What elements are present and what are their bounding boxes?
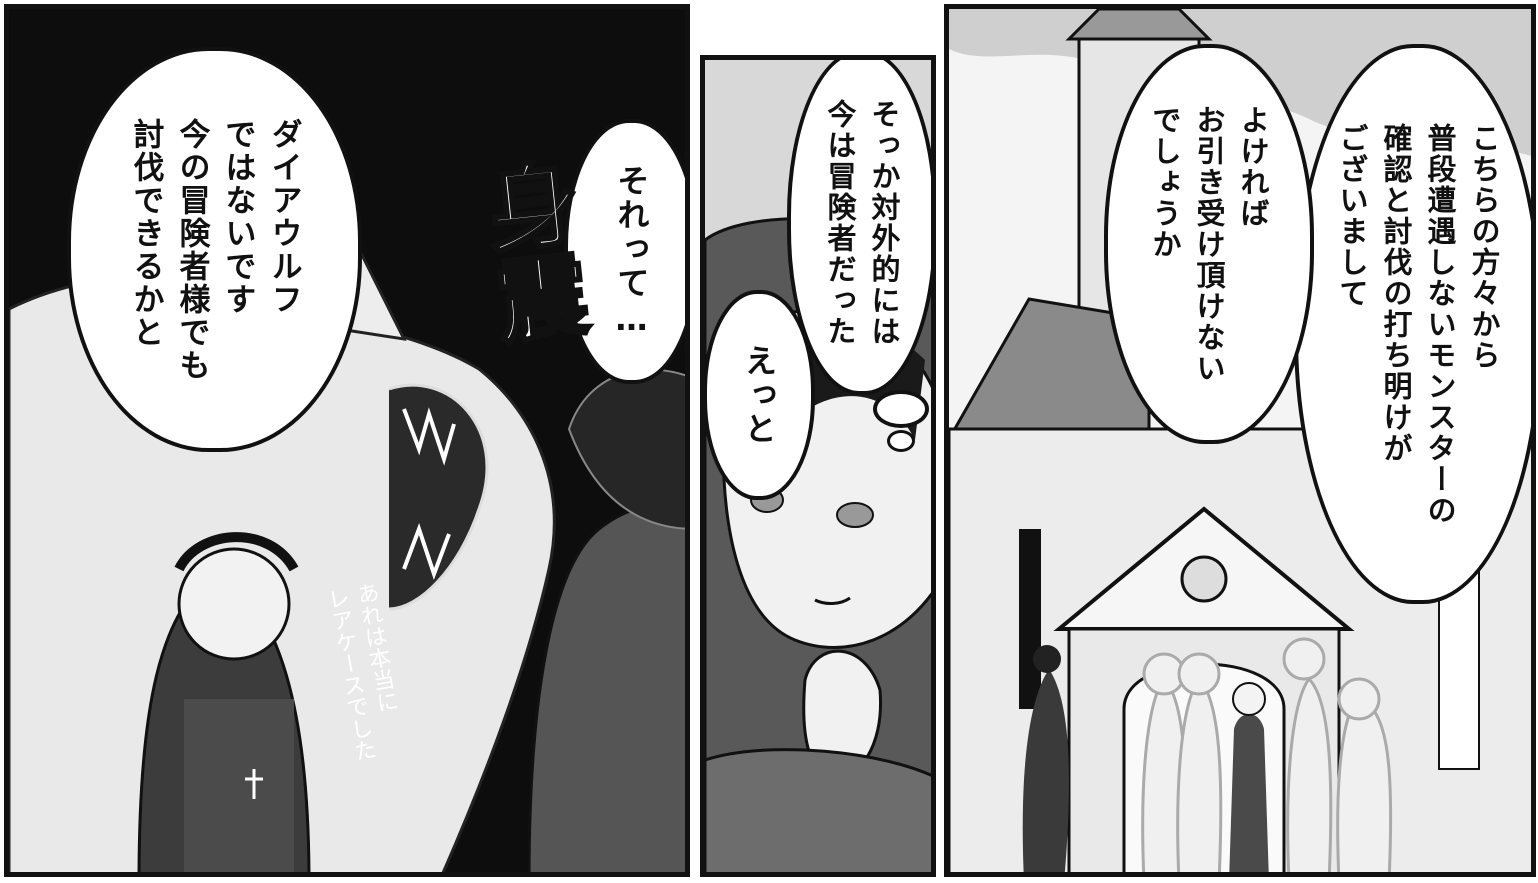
speech-bubble-request: こちらの方々から 普段遭遇しないモンスターの 確認と討伐の打ち明けが ございまし…	[1294, 44, 1531, 604]
thought-bubble: そっか対外的には 今は冒険者だった	[787, 60, 931, 395]
panel-hero-thinking: そっか対外的には 今は冒険者だった えっと	[700, 55, 936, 877]
thought-dot-small	[887, 430, 915, 452]
speech-text: えっと	[740, 344, 778, 446]
speech-bubble-accept: よければ お引き受け頂けない でしょうか	[1104, 44, 1314, 444]
panel-church: こちらの方々から 普段遭遇しないモンスターの 確認と討伐の打ち明けが ございまし…	[944, 4, 1536, 877]
sound-effect-shudder: 身震	[465, 152, 595, 349]
speech-text: ダイアウルフ ではないです 今の冒険者様でも 討伐できるかと	[127, 117, 302, 382]
speech-bubble-etto: えっと	[705, 290, 815, 500]
speech-text: よければ お引き受け頂けない でしょうか	[1148, 104, 1270, 384]
speech-bubble-sorette: それって…	[564, 119, 685, 384]
thought-dot-large	[873, 390, 929, 428]
panel-wolf: それって… ダイアウルフ ではないです 今の冒険者様でも 討伐できるかと 身震 …	[4, 4, 690, 877]
thought-text: そっか対外的には 今は冒険者だった	[823, 98, 901, 347]
speech-bubble-direwolf: ダイアウルフ ではないです 今の冒険者様でも 討伐できるかと	[67, 47, 362, 452]
speech-text: こちらの方々から 普段遭遇しないモンスターの 確認と討伐の打ち明けが ございまし…	[1335, 122, 1501, 526]
speech-text: それって…	[612, 163, 651, 340]
